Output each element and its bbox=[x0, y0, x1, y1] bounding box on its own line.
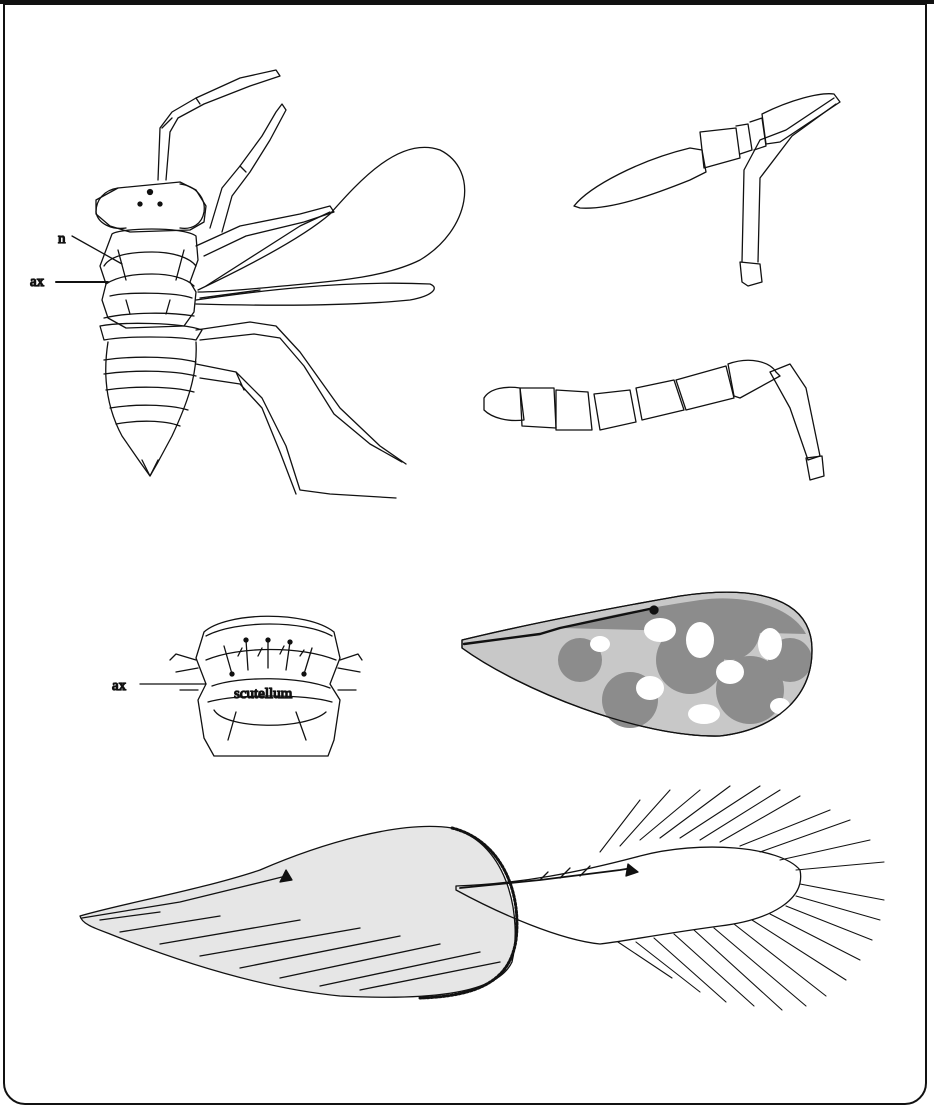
antenna-clavate-figure bbox=[574, 94, 840, 286]
whole-insect-figure bbox=[96, 70, 465, 498]
insect-antennae bbox=[158, 70, 286, 232]
insect-gaster bbox=[104, 342, 196, 476]
insect-mesosoma bbox=[100, 229, 202, 340]
fringe-setae bbox=[600, 786, 884, 1010]
label-axilla-lower: ax bbox=[112, 678, 127, 694]
forewing-fringed-figure bbox=[456, 786, 884, 1010]
antenna-segmented-figure bbox=[484, 360, 824, 480]
label-scutellum: scutellum bbox=[234, 686, 293, 702]
forewing-mottled-figure bbox=[462, 592, 812, 736]
leader-notaulus bbox=[72, 236, 122, 264]
label-notaulus: n bbox=[58, 231, 66, 247]
insect-head bbox=[96, 182, 206, 232]
forewing-setose-figure bbox=[80, 826, 517, 998]
label-axilla-upper: ax bbox=[30, 274, 45, 290]
insect-legs bbox=[196, 206, 406, 498]
